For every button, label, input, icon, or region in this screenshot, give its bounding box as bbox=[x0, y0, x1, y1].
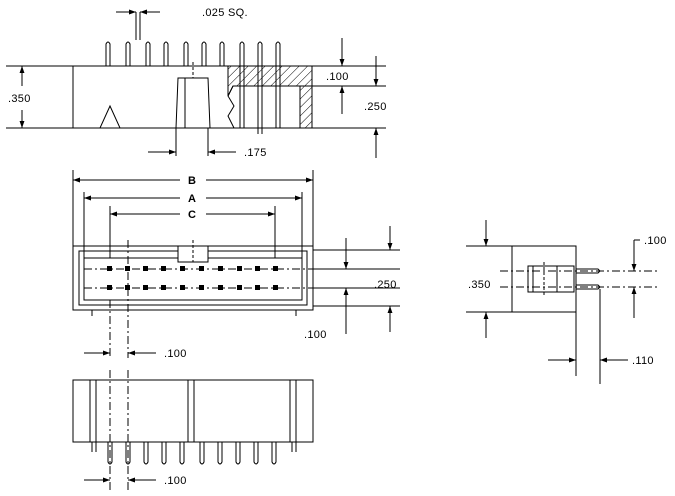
top-view bbox=[72, 170, 400, 358]
dim-b-label: B bbox=[188, 175, 196, 187]
top-pitch-label: .100 bbox=[164, 348, 187, 360]
end-body bbox=[511, 245, 577, 313]
front-view bbox=[72, 370, 314, 490]
side-polarization bbox=[99, 104, 121, 129]
side-row-height-label: .250 bbox=[364, 101, 387, 113]
pin-square-label: .025 SQ. bbox=[202, 7, 248, 19]
end-view bbox=[466, 220, 660, 384]
front-body bbox=[72, 379, 314, 443]
side-pins bbox=[105, 41, 281, 134]
side-section-hatch bbox=[227, 65, 313, 129]
side-key-slot bbox=[175, 77, 211, 129]
side-break-line bbox=[227, 85, 235, 129]
front-pins bbox=[91, 442, 297, 465]
end-height-label: .350 bbox=[468, 279, 491, 291]
top-cavity bbox=[83, 257, 303, 301]
side-step-label: .100 bbox=[326, 71, 349, 83]
end-pin-offset-label: .100 bbox=[644, 235, 667, 247]
side-height-label: .350 bbox=[8, 93, 31, 105]
top-row-offset-label: .100 bbox=[304, 329, 327, 341]
end-pin-length-label: .110 bbox=[632, 355, 654, 367]
key-offset-label: .175 bbox=[244, 147, 267, 159]
top-pin-holes bbox=[107, 266, 278, 290]
top-key-notch bbox=[177, 245, 209, 263]
front-pitch-label: .100 bbox=[164, 475, 187, 487]
side-view bbox=[6, 9, 386, 158]
dim-a-label: A bbox=[188, 193, 196, 205]
dim-c-label: C bbox=[188, 209, 196, 221]
top-row-spacing-label: .250 bbox=[374, 279, 397, 291]
